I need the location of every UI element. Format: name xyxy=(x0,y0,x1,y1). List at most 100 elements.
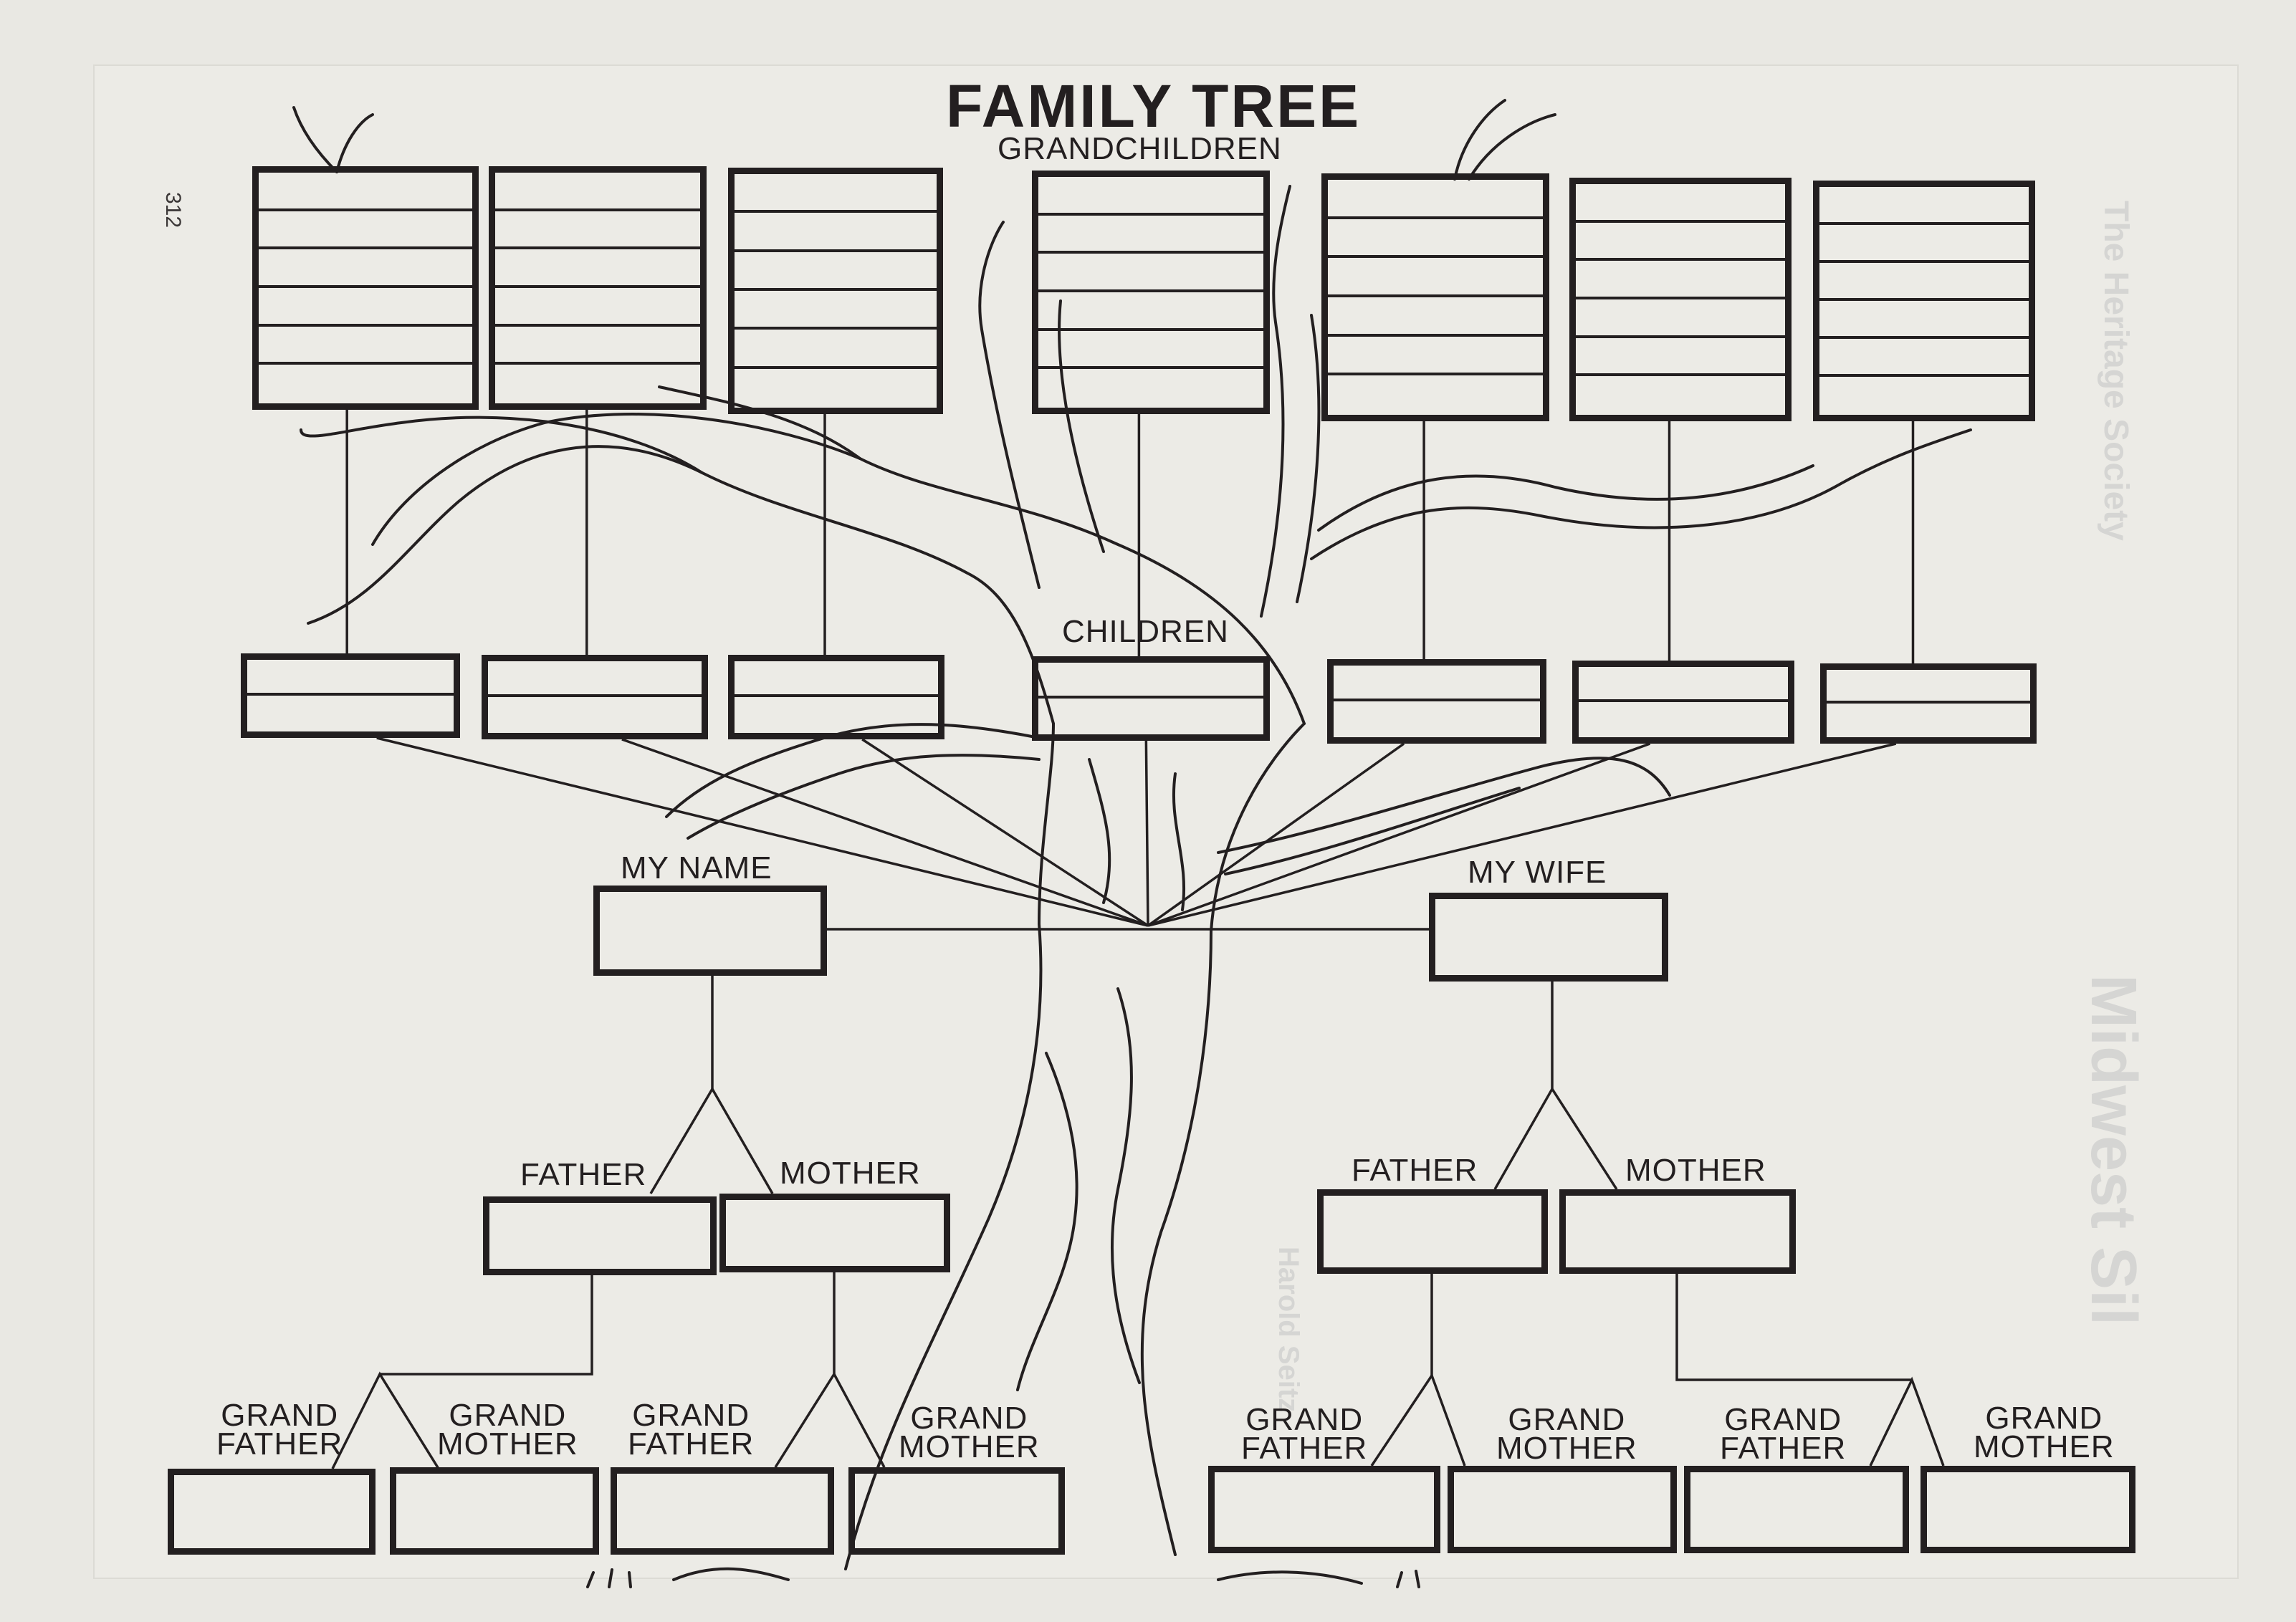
connector-lines xyxy=(331,410,1945,1469)
grandchildren-box-entry-line[interactable] xyxy=(1328,375,1543,415)
child-box[interactable] xyxy=(241,653,460,738)
grandchildren-box-entry-line[interactable] xyxy=(735,330,937,369)
grandchildren-box[interactable] xyxy=(1032,171,1270,414)
grandparent-box-entry-line[interactable] xyxy=(617,1474,828,1548)
grandchildren-box-entry-line[interactable] xyxy=(735,174,937,213)
grandchildren-box[interactable] xyxy=(489,166,707,410)
child-box-entry-line[interactable] xyxy=(1579,667,1788,702)
child-box-entry-line[interactable] xyxy=(247,696,454,731)
child-box[interactable] xyxy=(728,655,944,739)
grandchildren-box-entry-line[interactable] xyxy=(495,288,700,327)
trunk-left-edge xyxy=(844,722,1055,1570)
grandparent-box[interactable] xyxy=(611,1467,834,1555)
self-mother-box[interactable] xyxy=(719,1194,950,1272)
child-box-entry-line[interactable] xyxy=(1038,663,1263,699)
grandchildren-box-entry-line[interactable] xyxy=(1819,301,2029,339)
child-box[interactable] xyxy=(482,655,708,739)
grandchildren-box-entry-line[interactable] xyxy=(1576,223,1785,261)
grandchildren-box-entry-line[interactable] xyxy=(1038,369,1263,408)
child-box-entry-line[interactable] xyxy=(247,660,454,696)
grandparent-box[interactable] xyxy=(1208,1466,1440,1553)
grandparent-box[interactable] xyxy=(1920,1466,2135,1553)
grandparent-box[interactable] xyxy=(390,1467,599,1555)
grandchildren-box[interactable] xyxy=(1321,173,1549,421)
child-box[interactable] xyxy=(1820,663,2037,744)
grandchildren-box[interactable] xyxy=(1813,181,2035,421)
grandparent-box-entry-line[interactable] xyxy=(396,1474,593,1548)
grandchildren-box-entry-line[interactable] xyxy=(735,369,937,408)
branch-right-lower xyxy=(1217,757,1671,854)
grandparent-label-line: MOTHER xyxy=(437,1426,578,1462)
grandchildren-box-entry-line[interactable] xyxy=(1038,254,1263,292)
child-box-entry-line[interactable] xyxy=(735,661,938,697)
grandchildren-box-entry-line[interactable] xyxy=(259,173,472,211)
grandchildren-box-entry-line[interactable] xyxy=(1819,187,2029,225)
grandchildren-box-entry-line[interactable] xyxy=(259,288,472,327)
grandparent-box-entry-line[interactable] xyxy=(1927,1472,2129,1547)
my-wife-box[interactable] xyxy=(1429,893,1668,982)
grandchildren-box-entry-line[interactable] xyxy=(495,173,700,211)
self-father-box[interactable] xyxy=(483,1196,717,1275)
grandchildren-box-entry-line[interactable] xyxy=(495,327,700,365)
grandchildren-box-entry-line[interactable] xyxy=(735,213,937,252)
grandchildren-box-entry-line[interactable] xyxy=(1038,216,1263,254)
grandparent-box[interactable] xyxy=(1448,1466,1677,1553)
grandparent-box-entry-line[interactable] xyxy=(174,1475,369,1548)
grandchildren-box[interactable] xyxy=(728,168,943,414)
grandchildren-box-entry-line[interactable] xyxy=(1038,292,1263,331)
grandchildren-box-entry-line[interactable] xyxy=(1576,338,1785,377)
grandchildren-box-entry-line[interactable] xyxy=(1576,376,1785,415)
grandchildren-box-entry-line[interactable] xyxy=(735,291,937,330)
child-box[interactable] xyxy=(1032,656,1270,741)
child-box-entry-line[interactable] xyxy=(488,697,702,733)
child-box-entry-line[interactable] xyxy=(735,697,938,733)
grandchildren-box-entry-line[interactable] xyxy=(259,249,472,288)
grandparent-box[interactable] xyxy=(168,1469,376,1555)
grandchildren-box-entry-line[interactable] xyxy=(1819,377,2029,415)
child-box-entry-line[interactable] xyxy=(1579,702,1788,737)
grandchildren-box-entry-line[interactable] xyxy=(1819,339,2029,377)
grandchildren-box-entry-line[interactable] xyxy=(495,249,700,288)
grandchildren-box-entry-line[interactable] xyxy=(259,211,472,250)
child-box-entry-line[interactable] xyxy=(1334,701,1540,737)
grandparent-box-entry-line[interactable] xyxy=(1454,1472,1670,1547)
grandchildren-box-entry-line[interactable] xyxy=(1576,261,1785,299)
ground-grass xyxy=(586,1567,1420,1588)
grandchildren-box[interactable] xyxy=(252,166,479,410)
child-box-entry-line[interactable] xyxy=(1334,666,1540,701)
grandchildren-box-entry-line[interactable] xyxy=(1576,299,1785,338)
grandchildren-box-entry-line[interactable] xyxy=(1819,225,2029,263)
grandchildren-box-entry-line[interactable] xyxy=(1576,184,1785,223)
grandchildren-box-entry-line[interactable] xyxy=(1328,337,1543,376)
spouse-mother-grandparents-fork xyxy=(1869,1376,1945,1467)
grandchildren-box-entry-line[interactable] xyxy=(1328,297,1543,337)
grandchildren-box[interactable] xyxy=(1569,178,1792,421)
grandparent-box-entry-line[interactable] xyxy=(855,1474,1058,1548)
child-box[interactable] xyxy=(1327,659,1546,744)
child-box-entry-line[interactable] xyxy=(1038,699,1263,734)
grandchildren-box-entry-line[interactable] xyxy=(495,365,700,403)
child-box-entry-line[interactable] xyxy=(488,661,702,697)
spouse-to-parents-fork xyxy=(1493,1086,1618,1190)
grandchildren-box-entry-line[interactable] xyxy=(1819,263,2029,301)
grandchildren-box-entry-line[interactable] xyxy=(495,211,700,250)
grandchildren-box-entry-line[interactable] xyxy=(735,252,937,291)
spouse-mother-box[interactable] xyxy=(1559,1189,1796,1274)
child-to-couple-line xyxy=(1144,740,1149,926)
grandchildren-box-entry-line[interactable] xyxy=(1328,258,1543,297)
grandchildren-box-entry-line[interactable] xyxy=(1038,177,1263,216)
child-box-entry-line[interactable] xyxy=(1827,704,2030,737)
grandparent-box[interactable] xyxy=(848,1467,1065,1555)
grandparent-box[interactable] xyxy=(1684,1466,1909,1553)
spouse-father-box[interactable] xyxy=(1317,1189,1548,1274)
grandparent-box-entry-line[interactable] xyxy=(1215,1472,1434,1547)
child-box-entry-line[interactable] xyxy=(1827,670,2030,704)
my-name-box[interactable] xyxy=(593,886,827,976)
grandchildren-box-entry-line[interactable] xyxy=(1328,180,1543,219)
grandparent-box-entry-line[interactable] xyxy=(1690,1472,1903,1547)
grandchildren-box-entry-line[interactable] xyxy=(1038,331,1263,370)
grandchildren-box-entry-line[interactable] xyxy=(259,365,472,403)
grandchildren-box-entry-line[interactable] xyxy=(1328,219,1543,259)
child-box[interactable] xyxy=(1572,661,1794,744)
grandchildren-box-entry-line[interactable] xyxy=(259,327,472,365)
